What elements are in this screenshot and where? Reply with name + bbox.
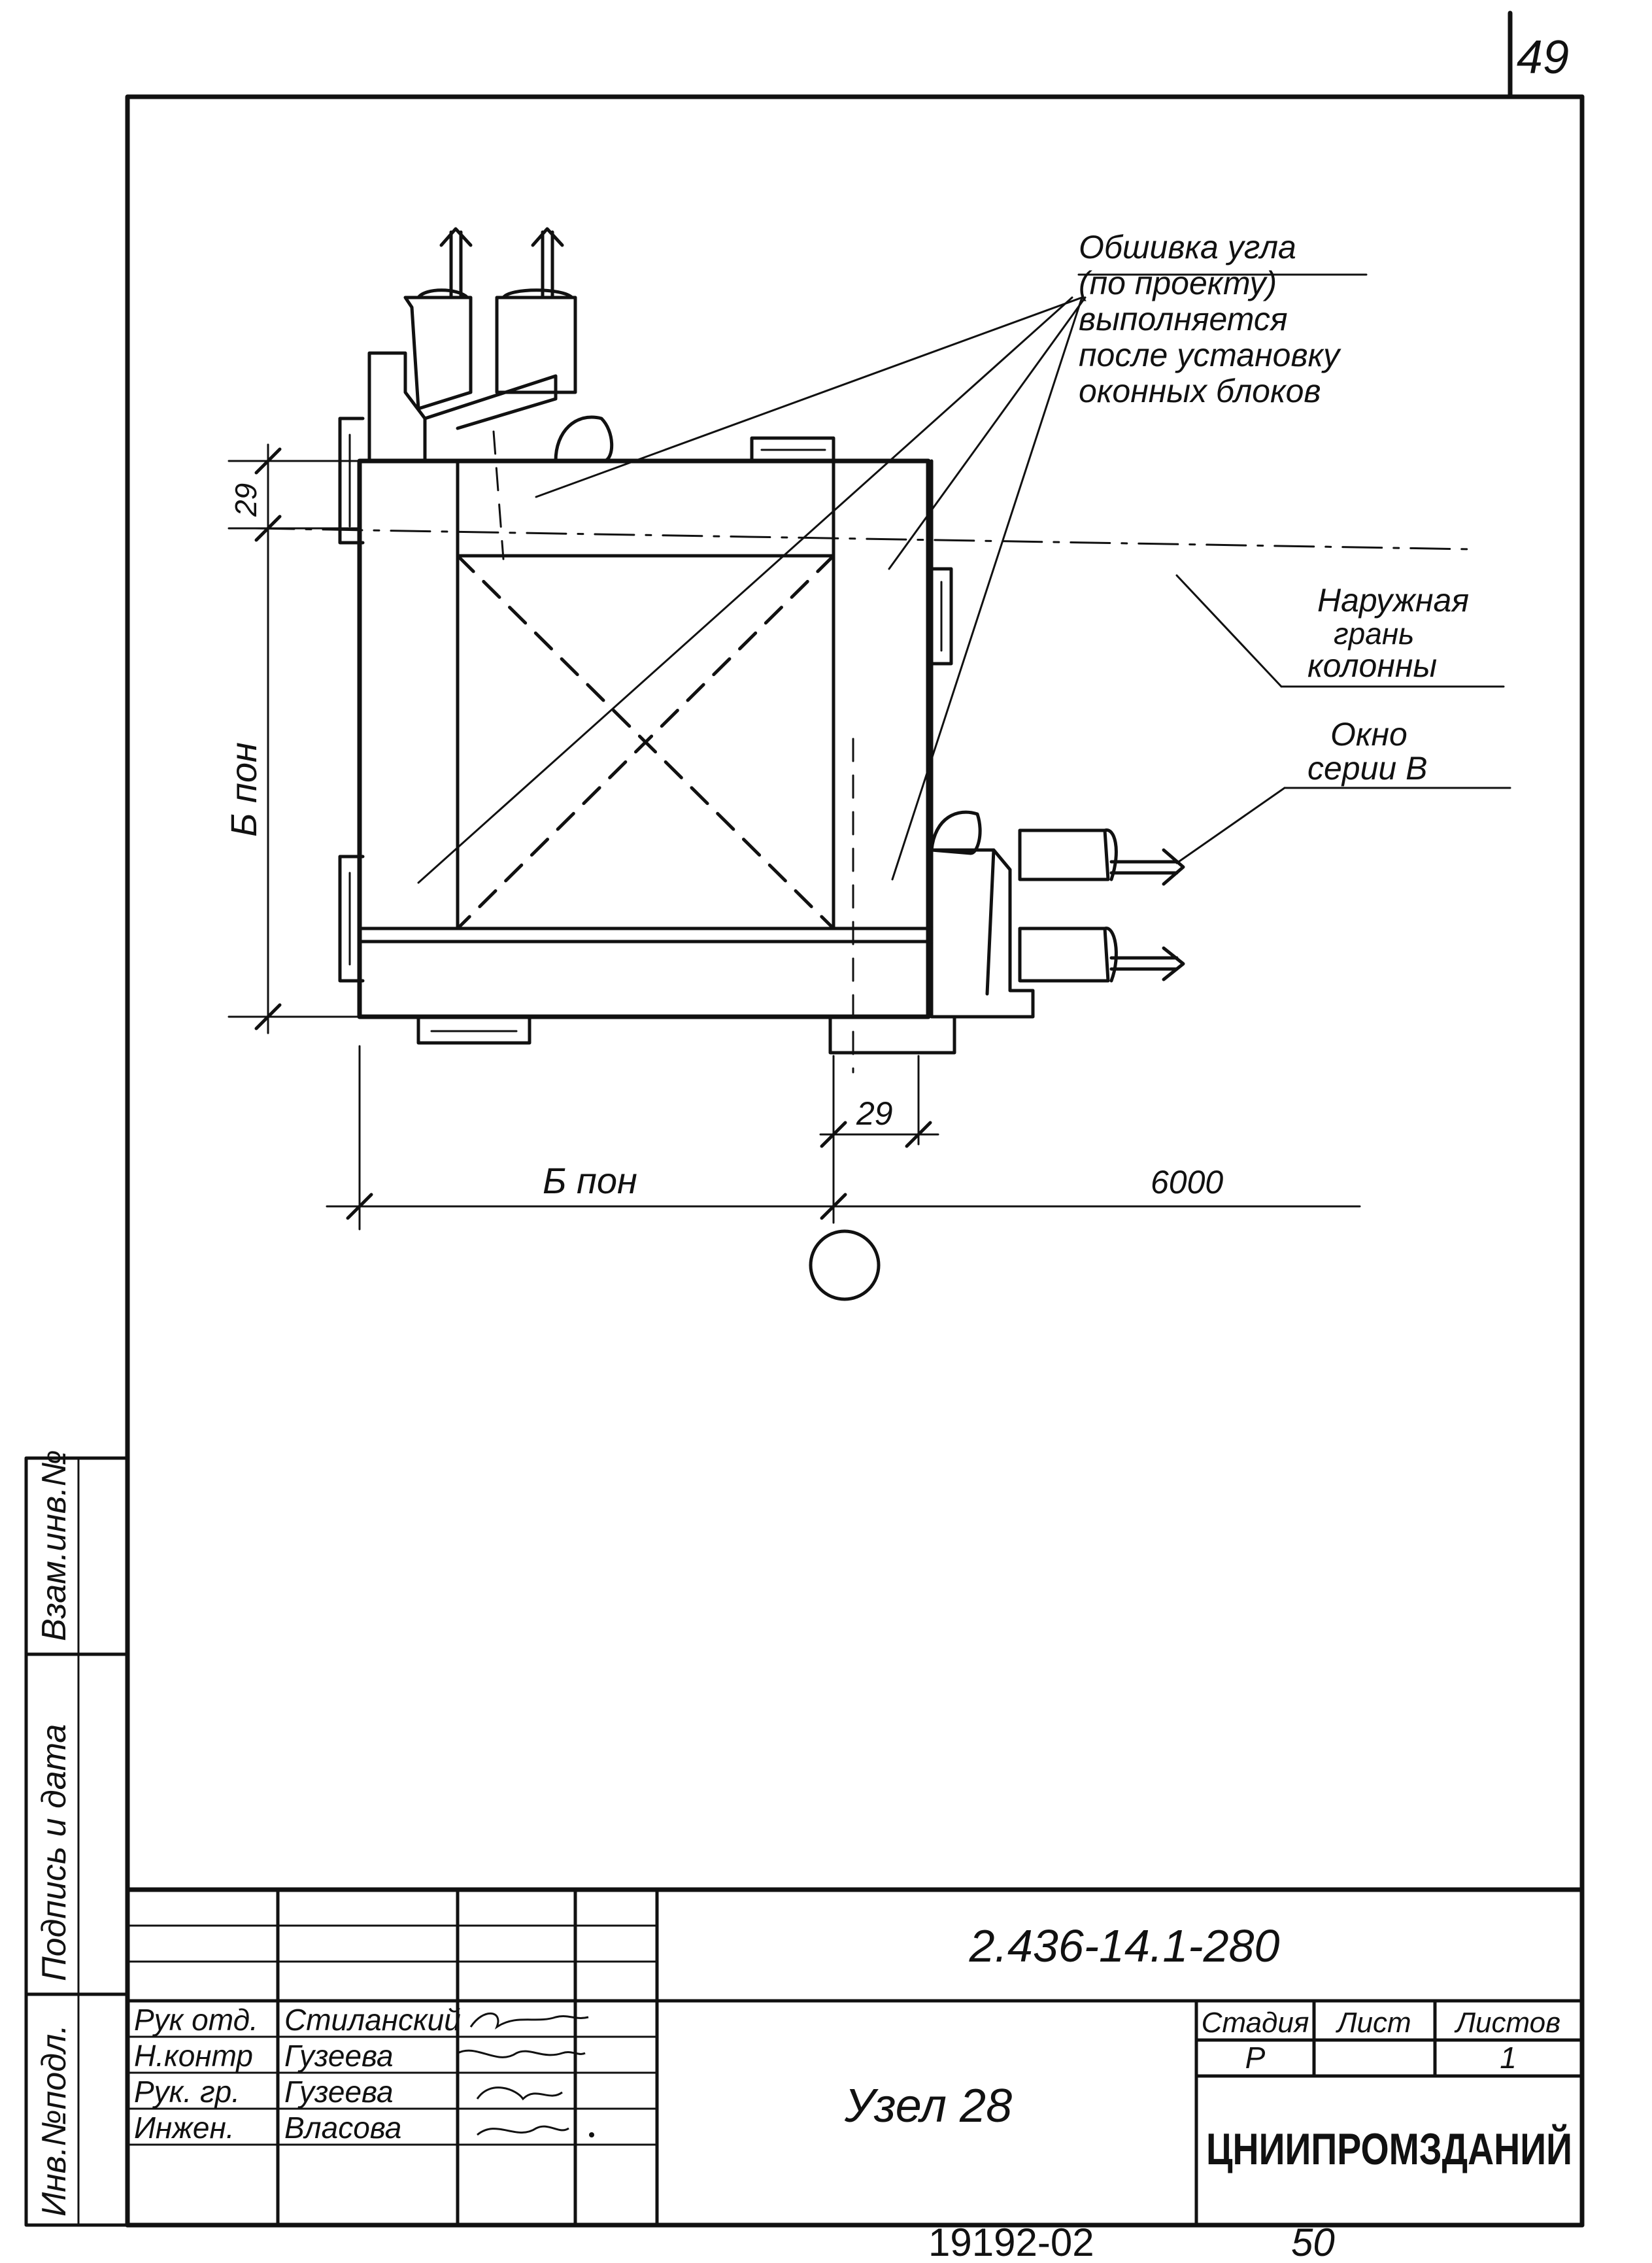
- side-label-replacement: Взам.инв.№: [35, 1450, 73, 1641]
- windows-line-1: Окно: [1330, 716, 1408, 753]
- stage-value: Р: [1245, 2041, 1266, 2075]
- leader-lines: [417, 273, 1511, 884]
- signatures: [457, 2012, 594, 2137]
- drawing-title: Узел 28: [844, 2080, 1012, 2132]
- page-number: 49: [1517, 31, 1569, 84]
- name-head-of-department: Стиланский: [284, 2003, 461, 2037]
- name-engineer: Власова: [284, 2111, 401, 2145]
- role-norm-control: Н.контр: [134, 2039, 253, 2073]
- column-section: [357, 430, 934, 1074]
- annotation-corner-cladding: Обшивка угла (по проекту) выполняется по…: [1079, 229, 1341, 409]
- sheet-frame: [125, 10, 1585, 2228]
- side-stamp: [24, 1456, 129, 2227]
- outer-face-line-1: Наружная: [1317, 582, 1469, 619]
- dimension-column-width: Б пон: [543, 1160, 637, 1201]
- annotation-outer-face: Наружная грань колонны: [1307, 582, 1469, 684]
- corner-cladding-line-1: Обшивка угла: [1079, 229, 1296, 265]
- outer-face-axis: [254, 527, 1472, 551]
- dimension-bottom-offset: 29: [856, 1095, 893, 1132]
- role-head-of-department: Рук отд.: [134, 2003, 258, 2037]
- organization-name: ЦНИИПРОМЗДАНИЙ: [1206, 2124, 1572, 2174]
- side-label-inventory: Инв.№подл.: [35, 2024, 73, 2217]
- sheets-value: 1: [1500, 2041, 1517, 2075]
- dimension-span: 6000: [1151, 1164, 1223, 1200]
- archive-number: 19192-02: [928, 2220, 1094, 2263]
- name-norm-control: Гузеева: [284, 2039, 394, 2073]
- dimension-column-height: Б пон: [223, 742, 264, 837]
- outer-face-line-2: грань: [1334, 617, 1414, 651]
- top-window-frame: [367, 227, 614, 463]
- name-group-lead: Гузеева: [284, 2075, 394, 2109]
- corner-cladding-line-3: выполняется: [1079, 301, 1288, 337]
- role-group-lead: Рук. гр.: [134, 2075, 240, 2109]
- sheet-label: Лист: [1335, 2007, 1411, 2039]
- side-label-signature: Подпись и дата: [35, 1724, 73, 1981]
- grid-axis-bubble: [809, 1229, 881, 1301]
- corner-cladding-line-5: оконных блоков: [1079, 373, 1321, 409]
- stage-label: Стадия: [1202, 2007, 1309, 2039]
- sheets-label: Листов: [1454, 2007, 1560, 2039]
- document-code: 2.436-14.1-280: [969, 1920, 1280, 1971]
- role-engineer: Инжен.: [134, 2111, 235, 2145]
- title-block: [125, 1887, 1585, 2228]
- dimension-top-offset: 29: [229, 483, 263, 517]
- outer-face-line-3: колонны: [1307, 647, 1437, 684]
- right-window-frame: [930, 810, 1185, 1019]
- windows-line-2: серии В: [1307, 750, 1427, 787]
- corner-cladding-line-4: после установку: [1079, 337, 1341, 373]
- annotation-windows: Окно серии В: [1307, 716, 1427, 787]
- fastening-clips: [338, 417, 956, 1055]
- frame-number: 50: [1291, 2220, 1335, 2263]
- corner-cladding-line-2: (по проекту): [1079, 265, 1277, 301]
- dimension-lines: [228, 443, 1361, 1231]
